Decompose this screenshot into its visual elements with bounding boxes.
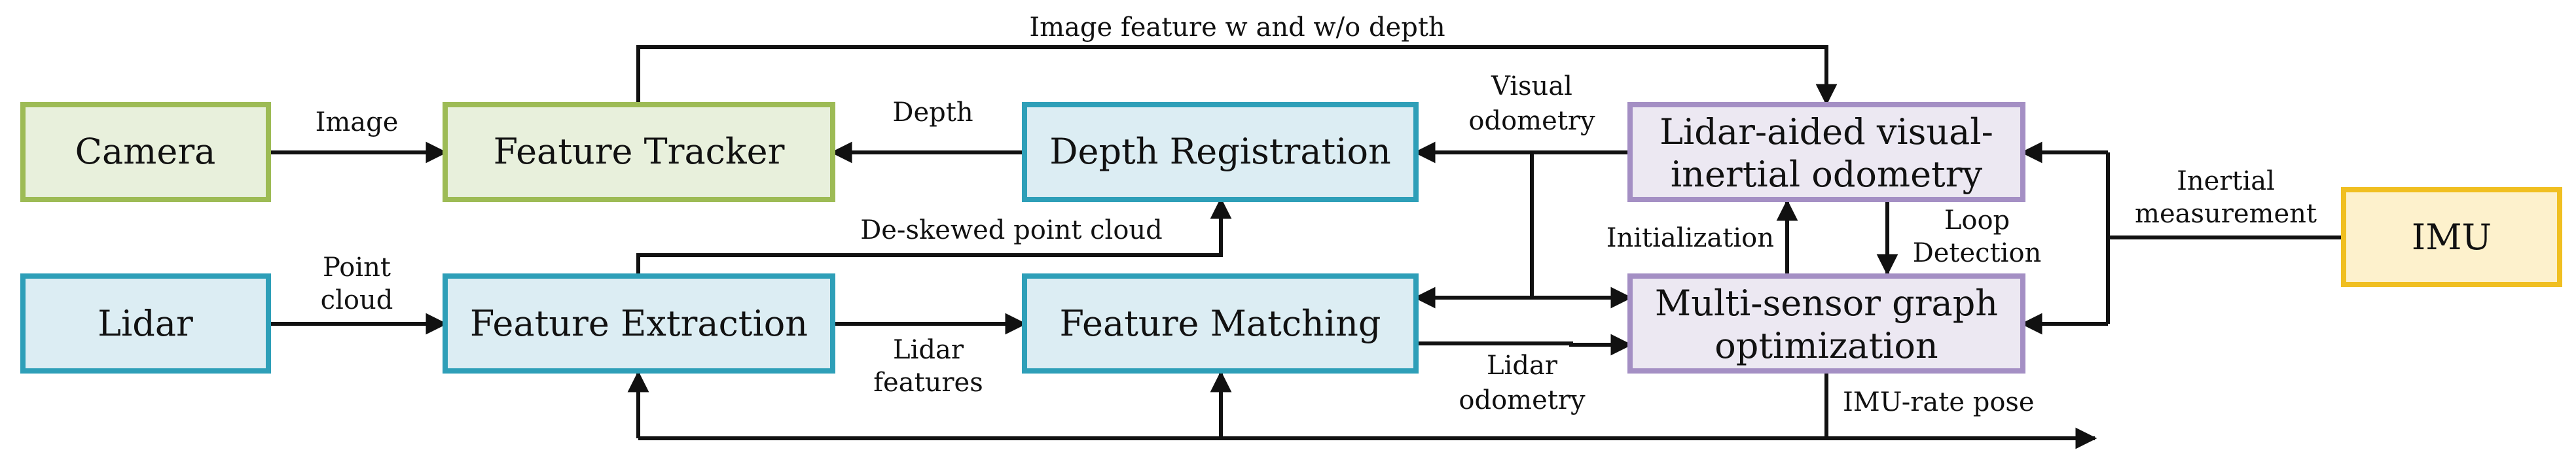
lvio-label-line2: inertial odometry	[1671, 154, 1983, 195]
lvio-box: Lidar-aided visual- inertial odometry	[1627, 102, 2025, 202]
depth-label: Depth	[892, 97, 973, 128]
image-label: Image	[316, 107, 399, 137]
msgo-rect	[1627, 273, 2025, 374]
camera-label: Camera	[75, 131, 216, 172]
lidar-features-label-1: Lidar	[893, 335, 964, 365]
feature-tracker-label: Feature Tracker	[494, 131, 785, 172]
de-skewed-label: De-skewed point cloud	[860, 215, 1163, 245]
feature-matching-box: Feature Matching	[1022, 273, 1419, 374]
imu-label: IMU	[2412, 217, 2492, 258]
msgo-label-line2: optimization	[1714, 325, 1938, 366]
lidar-odometry-arrow	[1416, 334, 1633, 356]
initialization-label: Initialization	[1606, 223, 1774, 253]
feature-extraction-rect	[443, 273, 835, 374]
loop-detection-label-1: Loop	[1944, 205, 2010, 236]
lvio-rect	[1627, 102, 2025, 202]
camera-box-rect	[20, 102, 271, 202]
feature-tracker-rect	[443, 102, 835, 202]
imu-rate-pose-label: IMU-rate pose	[1843, 387, 2035, 417]
visual-odometry-label-1: Visual	[1491, 71, 1572, 101]
feature-extraction-label: Feature Extraction	[470, 303, 808, 344]
connectors	[268, 45, 2344, 449]
depth-registration-label: Depth Registration	[1049, 131, 1391, 172]
lidar-box-rect	[20, 273, 271, 374]
inertial-measurement-label-1: Inertial	[2177, 166, 2275, 196]
feature-matching-label: Feature Matching	[1060, 303, 1381, 344]
lidar-odometry-label-1: Lidar	[1487, 351, 1558, 381]
imu-rect	[2341, 187, 2562, 287]
feature-matching-rect	[1022, 273, 1419, 374]
depth-registration-box: Depth Registration	[1022, 102, 1419, 202]
loop-detection-label-2: Detection	[1913, 238, 2042, 268]
msgo-label-line1: Multi-sensor graph	[1655, 283, 1998, 324]
visual-odometry-label-2: odometry	[1468, 106, 1595, 136]
point-cloud-label-2: cloud	[321, 285, 393, 315]
lidar-features-label-2: features	[873, 368, 983, 398]
camera-box: Camera	[20, 102, 271, 202]
inertial-measurement-label-2: measurement	[2135, 199, 2317, 229]
point-cloud-label-1: Point	[323, 253, 391, 283]
feature-extraction-box: Feature Extraction	[443, 273, 835, 374]
depth-registration-rect	[1022, 102, 1419, 202]
lvio-label-line1: Lidar-aided visual-	[1660, 111, 1993, 152]
deskewed-cloud-arrow	[636, 197, 1232, 276]
image-feature-arrow	[636, 45, 1838, 106]
imu-box: IMU	[2341, 187, 2562, 287]
feature-tracker-box: Feature Tracker	[443, 102, 835, 202]
edge-labels: Image Point cloud Depth De-skewed point …	[316, 12, 2317, 417]
lidar-label: Lidar	[98, 303, 193, 344]
lidar-odometry-label-2: odometry	[1459, 385, 1586, 415]
msgo-box: Multi-sensor graph optimization	[1627, 273, 2025, 374]
image-feature-label: Image feature w and w/o depth	[1029, 12, 1445, 43]
lidar-box: Lidar	[20, 273, 271, 374]
